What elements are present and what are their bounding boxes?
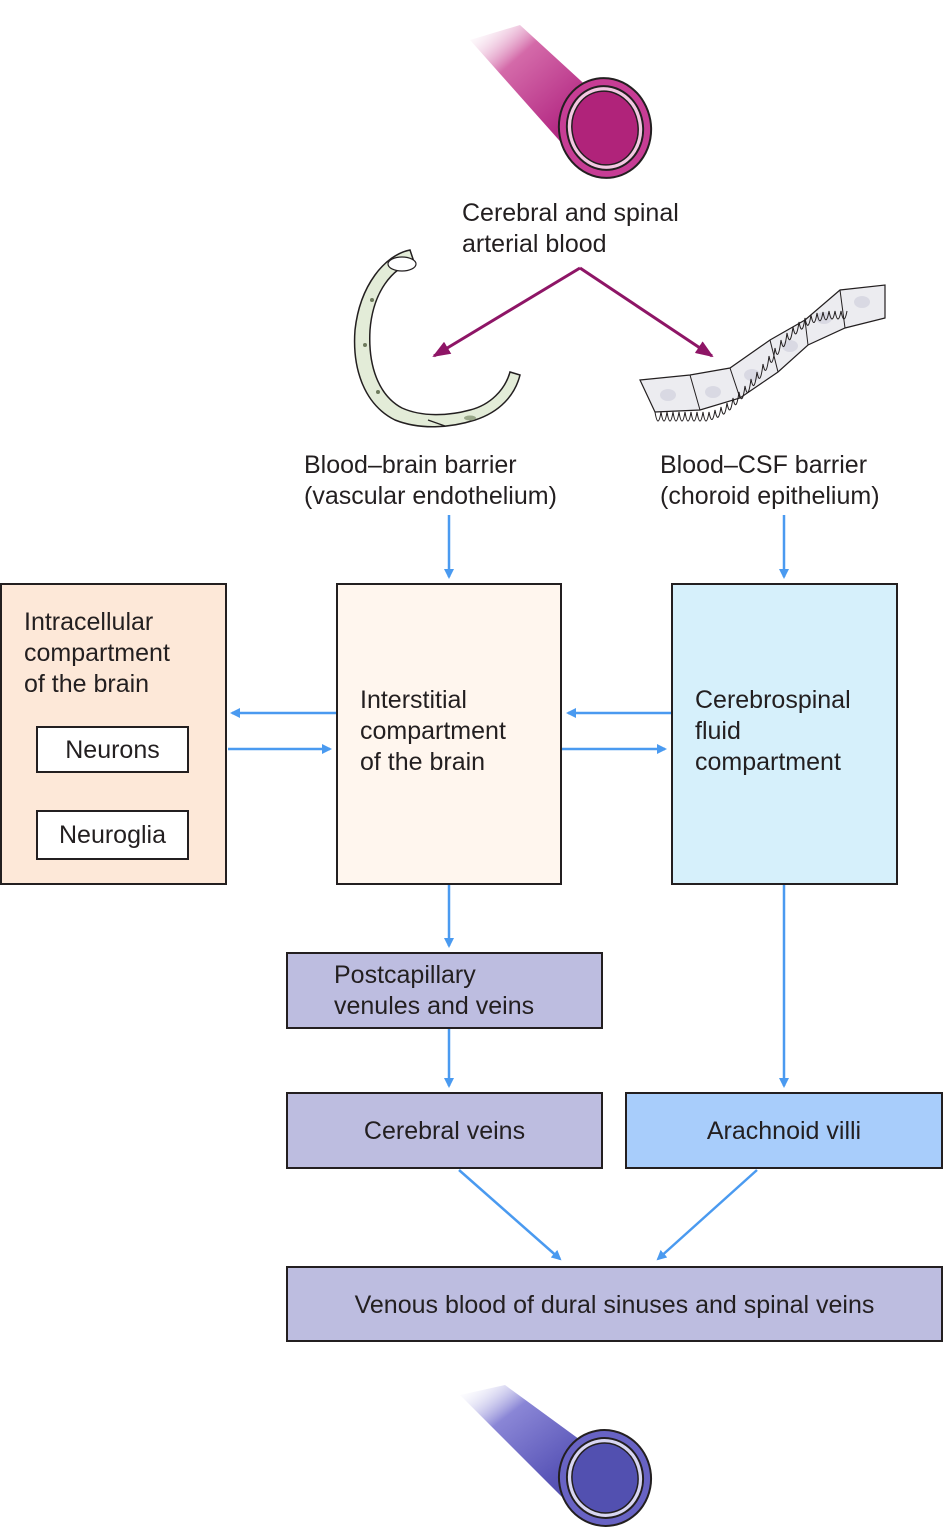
csf-compartment-label: Cerebrospinal fluid compartment: [695, 686, 851, 776]
venous-blood-box: Venous blood of dural sinuses and spinal…: [286, 1266, 943, 1342]
neurons-box: Neurons: [36, 726, 189, 773]
artery-tube-icon: [470, 25, 653, 179]
arrow-cerebral-veins-to-venous: [458, 1169, 562, 1261]
neuroglia-label: Neuroglia: [58, 821, 166, 849]
arachnoid-villi-label: Arachnoid villi: [706, 1117, 862, 1145]
choroid-epithelium-icon: [639, 284, 886, 422]
bcsf-label: Blood–CSF barrier (choroid epithelium): [660, 451, 880, 510]
arterial-blood-label: Cerebral and spinal arterial blood: [462, 199, 679, 258]
intracellular-compartment-label: Intracellular compartment of the brain: [24, 608, 170, 698]
arrow-to-bcsf: [579, 266, 714, 358]
arrow-to-bbb: [432, 266, 581, 358]
postcapillary-label: Postcapillary venules and veins: [334, 961, 535, 1020]
arrow-arachnoid-to-venous: [656, 1169, 758, 1261]
capillary-endothelium-icon: [353, 249, 521, 428]
neurons-label: Neurons: [65, 736, 160, 764]
interstitial-compartment-label: Interstitial compartment of the brain: [360, 686, 506, 776]
cerebral-veins-box: Cerebral veins: [286, 1092, 603, 1169]
neuroglia-box: Neuroglia: [36, 810, 189, 860]
postcapillary-box: Postcapillary venules and veins: [286, 952, 603, 1029]
bbb-label: Blood–brain barrier (vascular endotheliu…: [304, 451, 557, 510]
vein-tube-icon: [460, 1385, 653, 1527]
cerebral-veins-label: Cerebral veins: [363, 1117, 526, 1145]
arachnoid-villi-box: Arachnoid villi: [625, 1092, 943, 1169]
interstitial-compartment-box: Interstitial compartment of the brain: [336, 583, 562, 885]
csf-compartment-box: Cerebrospinal fluid compartment: [671, 583, 898, 885]
venous-blood-label: Venous blood of dural sinuses and spinal…: [354, 1291, 875, 1319]
